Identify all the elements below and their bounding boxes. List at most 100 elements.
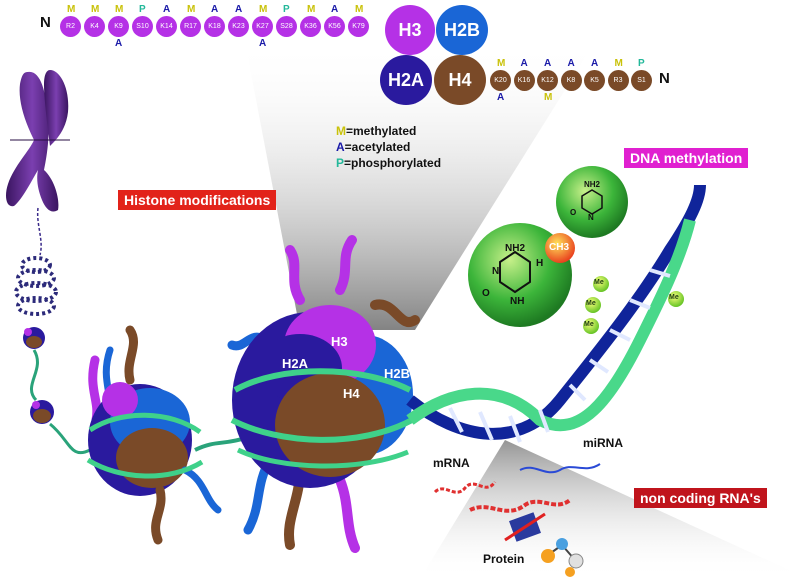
chromatin-thread (36, 207, 42, 256)
protein-label: Protein (483, 552, 525, 566)
n-terminus-label: N (40, 14, 51, 31)
small-o-label: O (570, 208, 577, 217)
residue-label: K8 (566, 77, 576, 84)
residue-ball: K36 (300, 16, 321, 37)
residue-mod-bottom: A (497, 92, 505, 103)
linker-dna-3 (194, 436, 246, 452)
residue-mod-top: A (235, 4, 243, 15)
residue-ball: S28 (276, 16, 297, 37)
residue-label: K12 (541, 77, 554, 84)
residue-ball: S1 (631, 70, 652, 91)
residue-mod-top: P (139, 4, 146, 15)
modification-legend: M=methylated A=acetylated P=phosphorylat… (336, 124, 441, 170)
residue-ball: K27 (252, 16, 273, 37)
middle-nucleosome (86, 325, 222, 545)
histone-h3-ball: H3 (385, 5, 435, 55)
residue-mod-top: P (283, 4, 290, 15)
mrna-strand-2 (469, 498, 572, 513)
small-nh2-label: NH2 (584, 180, 601, 189)
mirna-strand (519, 463, 601, 474)
residue-ball: S10 (132, 16, 153, 37)
residue-label: R2 (66, 23, 75, 30)
residue-mod-top: M (187, 4, 196, 15)
me-label-2: Me (586, 300, 596, 307)
residue-ball: K79 (348, 16, 369, 37)
residue-label: K18 (208, 23, 221, 30)
me-label-4: Me (669, 294, 679, 301)
residue-label: K36 (304, 23, 317, 30)
nh2-label: NH2 (505, 243, 526, 254)
linker-dna-2 (49, 422, 91, 455)
histone-h4-ball: H4 (434, 55, 486, 105)
methylcytosine-ball (468, 223, 575, 327)
residue-mod-bottom: M (544, 92, 553, 103)
residue-label: R3 (613, 77, 623, 84)
residue-ball: R3 (607, 70, 629, 91)
residue-label: R17 (184, 23, 197, 30)
legend-methylated: M=methylated (336, 124, 417, 138)
residue-label: K79 (352, 23, 365, 30)
residue-label: S28 (280, 23, 293, 30)
residue-mod-top: A (211, 4, 219, 15)
blocked-protein-icon (504, 512, 546, 542)
residue-mod-top: M (259, 4, 268, 15)
residue-mod-top: A (591, 58, 599, 69)
residue-mod-top: A (567, 58, 575, 69)
dna-methylation-tag: DNA methylation (624, 148, 749, 168)
residue-ball: K4 (84, 16, 105, 37)
me-label-1: Me (594, 279, 604, 286)
residue-ball: K12 (537, 70, 558, 91)
residue-ball: K18 (204, 16, 225, 37)
nucleosome-h2a-label: H2A (282, 356, 309, 371)
legend-phosphorylated: P=phosphorylated (336, 156, 442, 170)
residue-label: S10 (136, 23, 149, 30)
ch3-label: CH3 (549, 242, 570, 253)
residue-mod-top: M (67, 4, 76, 15)
residue-mod-top: M (307, 4, 316, 15)
residue-label: K23 (232, 23, 245, 30)
small-n-label: N (588, 213, 594, 222)
residue-label: K5 (590, 77, 599, 84)
nucleosome-h2b-label: H2B (384, 366, 411, 381)
residue-label: K9 (114, 23, 123, 30)
residue-mod-top: M (115, 4, 124, 15)
residue-label: K27 (256, 23, 269, 30)
mrna-strand (433, 480, 497, 494)
o-atom-label: O (482, 288, 490, 299)
residue-ball: K56 (324, 16, 345, 37)
large-nucleosome (227, 235, 420, 553)
residue-label: K20 (494, 77, 507, 84)
histone-zoom-cone (245, 42, 595, 330)
residue-ball: K20 (490, 70, 511, 91)
residue-ball: K9 (108, 16, 129, 37)
noncoding-rna-tag: non coding RNA's (634, 488, 767, 508)
residue-mod-bottom: A (115, 38, 123, 49)
histone-modifications-tag: Histone modifications (118, 190, 277, 210)
residue-ball: R2 (60, 16, 81, 37)
residue-mod-top: A (544, 58, 552, 69)
chromosome (6, 70, 70, 212)
residue-mod-top: M (355, 4, 364, 15)
cytosine-ball (556, 166, 628, 238)
nucleosome-h3-label: H3 (331, 334, 348, 349)
rna-zoom-cone (420, 440, 800, 579)
residue-label: K4 (90, 23, 99, 30)
small-nucleosome-1 (23, 327, 45, 349)
n-atom-label: N (492, 266, 500, 277)
dna-helix (406, 184, 706, 443)
residue-ball: K16 (513, 70, 535, 91)
residue-mod-top: A (163, 4, 171, 15)
nucleosome-h4-label: H4 (343, 386, 360, 401)
h-atom-label: H (536, 258, 544, 269)
n-terminus-label-h4: N (659, 70, 670, 87)
residue-mod-top: M (91, 4, 100, 15)
residue-mod-top: A (331, 4, 339, 15)
residue-label: K14 (160, 23, 173, 30)
residue-label: K56 (328, 23, 341, 30)
residue-mod-bottom: A (259, 38, 267, 49)
histone-h2a-ball: H2A (380, 55, 432, 105)
residue-mod-top: M (497, 58, 506, 69)
